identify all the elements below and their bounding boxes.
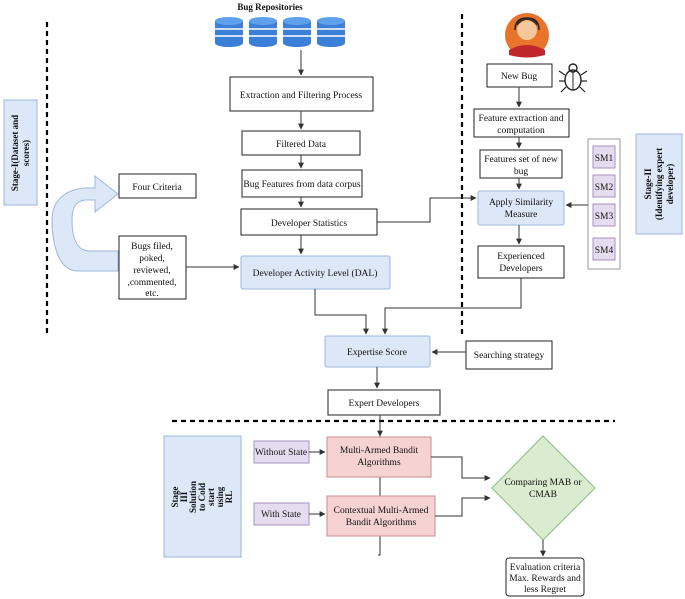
database-icon: [249, 17, 277, 47]
cmab-label: Bandit Algorithms: [346, 518, 417, 528]
bugs-filed-node: [118, 235, 187, 300]
database-icon: [283, 17, 311, 47]
stage3-label: Stage: [170, 486, 180, 507]
curved-arrow-icon: [51, 174, 119, 272]
searching-strategy-node: [465, 340, 553, 370]
repositories-title: Bug Repositories: [237, 2, 303, 12]
new-bug-label: New Bug: [501, 72, 537, 82]
database-icons: [215, 17, 345, 47]
extraction-label: Extraction and Filtering Process: [240, 91, 362, 101]
four-criteria-label: Four Criteria: [132, 183, 182, 193]
feature-extraction-node: [473, 108, 570, 138]
stage3-label: to Cold: [197, 483, 207, 511]
mab-node: [326, 436, 432, 478]
features-set-label: bug: [514, 167, 529, 177]
stage2-label: developer): [665, 164, 675, 205]
mab-label: Multi-Armed Bandit: [340, 446, 419, 456]
apply-similarity-node: [477, 190, 565, 226]
developer-statistics-node: [240, 208, 378, 236]
evaluation-node: [505, 557, 585, 597]
sm1-node: [592, 145, 616, 169]
stage3-label: start: [206, 488, 216, 506]
sm1-label: SM1: [595, 154, 614, 164]
feature-extraction-label: Feature extraction and: [479, 114, 564, 124]
stage3-label: RL: [224, 491, 234, 504]
searching-strategy-label: Searching strategy: [474, 351, 545, 361]
stage1-label: Stage-I(Dataset and: [10, 115, 20, 191]
comparing-label: CMAB: [529, 490, 557, 500]
sm3-node: [592, 203, 616, 227]
stage2-label: Stage-II: [643, 168, 653, 199]
evaluation-label: Evaluation criteria: [510, 563, 581, 573]
bugs-filed-line: ,commented,: [127, 278, 176, 288]
experienced-developers-label: Experienced: [497, 252, 545, 262]
stage3-label: III: [179, 491, 189, 502]
bugs-filed-line: etc.: [145, 289, 158, 299]
expertise-score-label: Expertise Score: [347, 348, 407, 358]
features-set-label: Features set of new: [484, 154, 558, 165]
sm4-node: [592, 237, 616, 261]
bugs-filed-line: Bugs filed,: [131, 241, 173, 252]
developer-avatar: [505, 13, 549, 58]
four-criteria-node: [118, 173, 197, 199]
sm2-label: SM2: [595, 183, 614, 193]
mab-label: Algorithms: [357, 458, 401, 468]
cmab-node: [326, 495, 436, 537]
stage2-label-box: [635, 133, 683, 235]
expert-developers-label: Expert Developers: [349, 399, 420, 409]
sm3-label: SM3: [595, 212, 614, 222]
without-state-label: Without State: [255, 448, 307, 458]
stage1-label-box: [3, 99, 38, 206]
sm4-label: SM4: [595, 246, 614, 256]
bugs-filed-line: reviewed,: [133, 266, 170, 276]
comparing-label: Comparing MAB or: [504, 478, 582, 488]
bug-icon: [558, 63, 588, 93]
similarity-measures-group: [587, 138, 621, 270]
stage2-label: (Identifying expert: [654, 148, 664, 220]
expert-developers-node: [327, 389, 441, 416]
developer-statistics-label: Developer Statistics: [271, 219, 348, 229]
filtered-data-label: Filtered Data: [276, 140, 327, 150]
apply-similarity-label: Apply Similarity: [489, 198, 553, 208]
with-state-label: With State: [261, 510, 301, 520]
bugs-filed-line: poked,: [139, 254, 165, 264]
apply-similarity-label: Measure: [505, 210, 538, 220]
features-set-node: [479, 149, 563, 179]
bug-features-label: Bug Features from data corpus: [243, 179, 360, 190]
stage3-label-box: [163, 435, 242, 558]
stage3-label: Solution: [188, 481, 198, 513]
feature-extraction-label: computation: [497, 126, 545, 136]
sm2-node: [592, 174, 616, 198]
stage3-label: using: [215, 486, 225, 507]
cmab-label: Contextual Multi-Armed: [334, 506, 429, 516]
dal-label: Developer Activity Level (DAL): [253, 268, 378, 279]
evaluation-label: less Regret: [524, 585, 566, 595]
experienced-developers-label: Developers: [499, 264, 543, 274]
filtered-data-node: [241, 130, 361, 156]
comparing-node: [491, 435, 596, 541]
evaluation-label: Max. Rewards and: [509, 574, 581, 584]
bug-features-node: [241, 169, 363, 198]
database-icon: [317, 17, 345, 47]
experienced-developers-node: [477, 245, 565, 279]
database-icon: [215, 17, 243, 47]
stage1-label: scores): [21, 140, 31, 166]
